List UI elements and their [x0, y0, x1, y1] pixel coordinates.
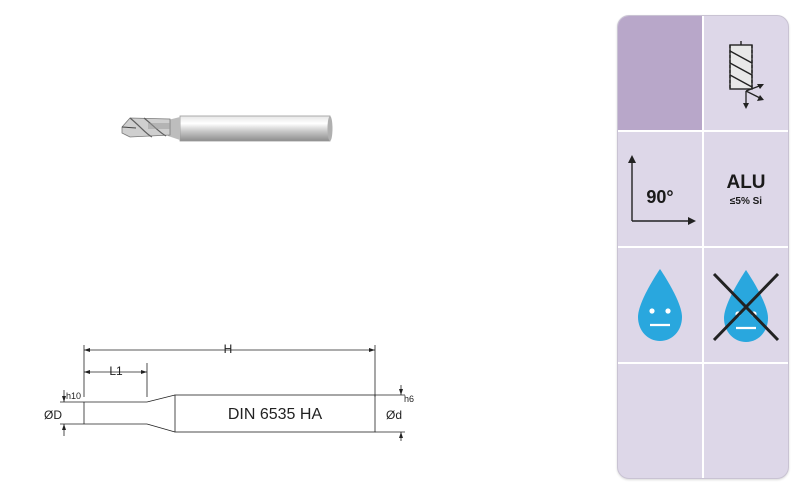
end-mill-axis-icon — [729, 41, 764, 109]
standard-label: DIN 6535 HA — [228, 406, 323, 423]
material-label: ALU — [726, 171, 766, 193]
no-coolant-cell — [704, 248, 788, 362]
feature-icon-panel: 90° ALU ≤5% Si — [617, 15, 789, 479]
empty-cell-left — [618, 364, 702, 478]
panel-divider-3 — [618, 362, 788, 364]
dimension-drawing: H L1 ØD h10 Ød h6 DIN 6535 HA — [44, 342, 414, 441]
dim-L1-label: L1 — [109, 364, 123, 378]
material-cell: ALU ≤5% Si — [704, 132, 788, 246]
angle-label: 90° — [646, 187, 673, 207]
material-sub-label: ≤5% Si — [729, 195, 763, 207]
highlight-cell — [618, 16, 702, 130]
coolant-drop-icon — [638, 269, 682, 341]
dim-d-label: Ød — [386, 408, 402, 422]
panel-divider-1 — [618, 130, 788, 132]
dim-d-tolerance: h6 — [404, 394, 414, 404]
dim-H-label: H — [224, 342, 233, 356]
panel-divider-2 — [618, 246, 788, 248]
angle-cell: 90° — [618, 132, 702, 246]
empty-cell-right — [704, 364, 788, 478]
coolant-cell — [618, 248, 702, 362]
end-mill-axis-cell — [704, 16, 788, 130]
no-coolant-drop-icon — [712, 270, 780, 342]
end-mill-photo — [121, 115, 333, 142]
angle-90-icon: 90° — [628, 155, 696, 225]
dim-D-tolerance: h10 — [66, 391, 81, 401]
dim-D-label: ØD — [44, 408, 62, 422]
